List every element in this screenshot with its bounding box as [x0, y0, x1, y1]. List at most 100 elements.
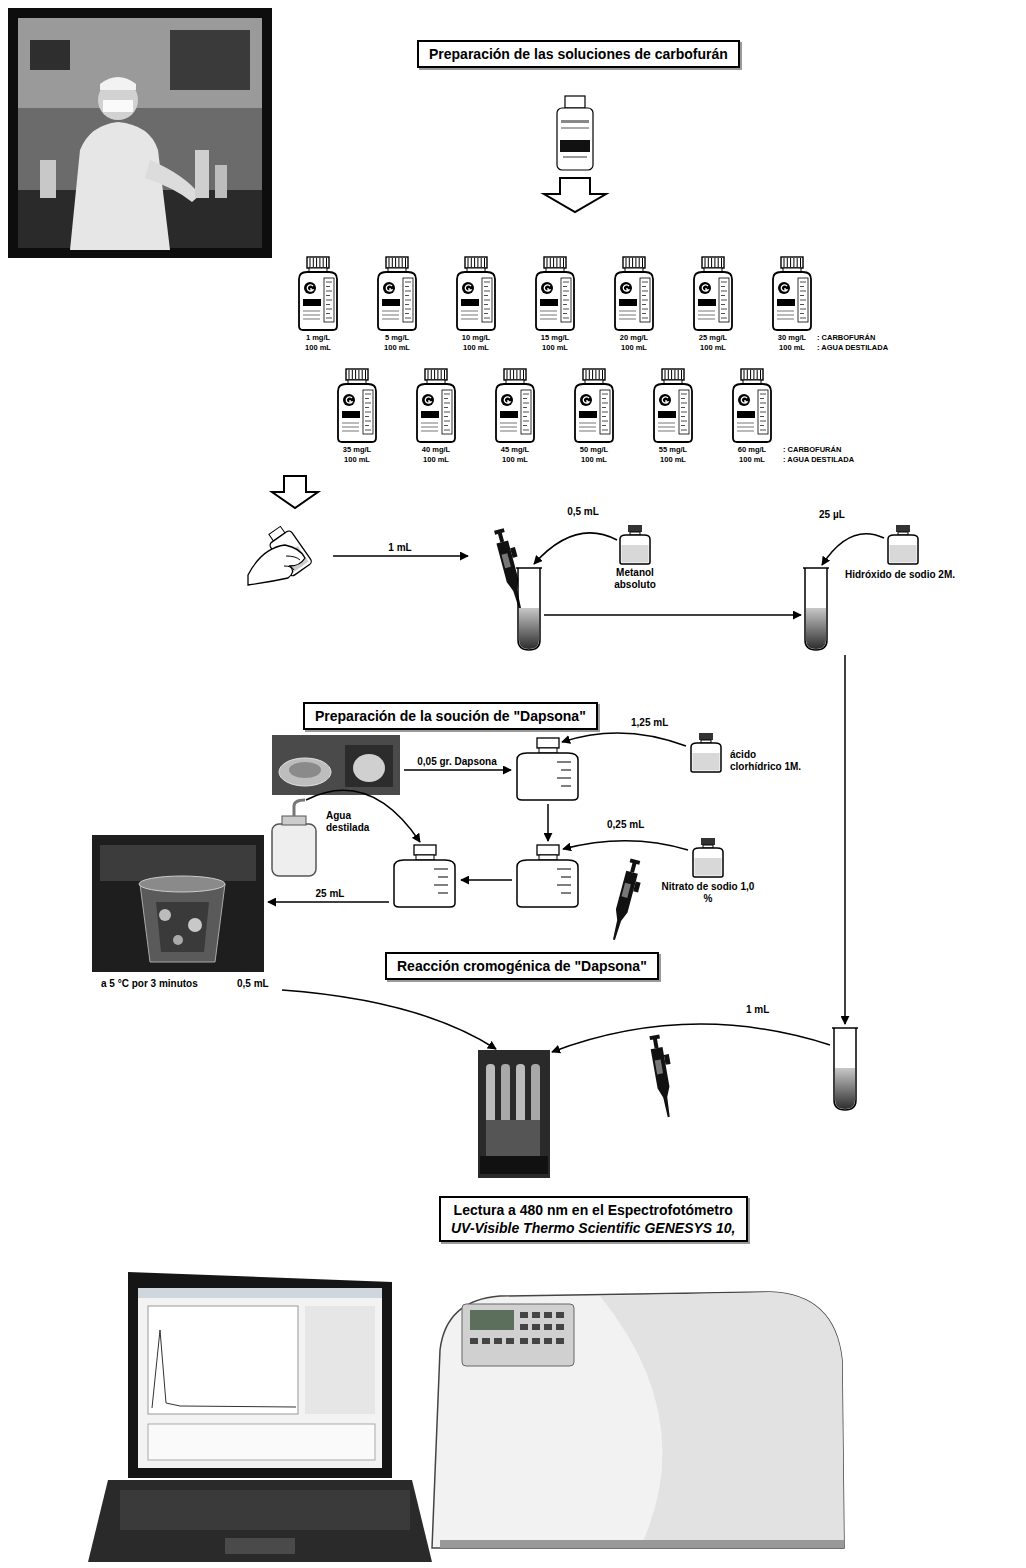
pipette [655, 1060, 663, 1075]
bottle-icon [382, 319, 399, 320]
bottle-icon [679, 390, 689, 434]
test-tube [516, 567, 542, 569]
bottle-icon [304, 282, 316, 294]
bottle-icon [658, 423, 675, 424]
volume-label: 25 µL [818, 508, 846, 521]
bottle-icon [365, 407, 369, 408]
bottle-icon [412, 368, 460, 444]
bottle-icon [299, 272, 337, 330]
sample-bottle: 60 mg/L100 mL [722, 368, 782, 465]
bottle-icon [800, 258, 801, 267]
bottle-icon [523, 370, 524, 379]
bottle-icon [365, 398, 369, 399]
spectrophotometer [520, 1324, 528, 1330]
bottle-icon [342, 423, 359, 424]
flow-arrow [547, 804, 549, 841]
bottle-icon [689, 256, 737, 332]
bottle-icon [523, 421, 529, 422]
bottle-icon [563, 286, 567, 287]
bottle-icon [708, 258, 709, 267]
reagent-bottle-icon [888, 525, 918, 564]
bottle-icon [513, 370, 514, 379]
test-tube [832, 1028, 858, 1110]
bottle-icon [338, 369, 376, 442]
bottle-icon [540, 319, 557, 320]
volumetric-bottle [561, 893, 571, 894]
bottle-icon [721, 286, 725, 287]
spectrophotometer [520, 1338, 528, 1344]
volume-label: 1 mL [387, 541, 412, 554]
lab-photo [100, 77, 136, 90]
bottle-icon [718, 258, 719, 267]
volumetric-bottle [394, 860, 455, 907]
bottle-icon [737, 411, 755, 418]
bottle-icon [365, 421, 371, 422]
bottle-icon [635, 258, 636, 267]
bottle-icon [540, 299, 558, 306]
bottle-icon [600, 390, 610, 434]
hollow-arrow [544, 178, 606, 212]
flow-arrow [461, 879, 512, 881]
volumetric-bottle [434, 869, 448, 870]
reagent-bottle-icon [890, 545, 917, 563]
pipette [651, 1047, 675, 1118]
bottle-icon [421, 427, 438, 428]
volume-label: 100 mL [525, 343, 585, 353]
bottle-icon [579, 423, 596, 424]
bottle-icon [442, 390, 452, 434]
lab-photo [8, 8, 272, 258]
reagent-bottle-icon [695, 858, 722, 876]
reaction-photo [486, 1120, 540, 1156]
bottle-icon [500, 411, 518, 418]
carbofuran-stock-bottle [557, 108, 593, 170]
bottle-icon [750, 370, 751, 379]
bottle-icon [556, 258, 557, 267]
bottle-icon [642, 295, 646, 296]
ice-bath-photo [159, 909, 171, 921]
bottle-icon [579, 427, 596, 428]
bottle-icon [702, 257, 724, 268]
reagent-bottle: ácido clorhídrico 1M. [688, 733, 805, 773]
reagent-label: Agua destilada [326, 810, 386, 834]
bottle-icon [649, 368, 697, 444]
bottle-icon [378, 272, 416, 330]
bottle-icon [422, 394, 434, 406]
bottle-icon [547, 258, 548, 267]
concentration-label: 50 mg/L [564, 445, 624, 455]
bottle-icon [484, 304, 488, 305]
bottle-icon [705, 258, 706, 267]
carbofuran-stock-bottle [563, 156, 587, 158]
bottle-icon [602, 421, 608, 422]
test-tube [805, 568, 827, 650]
bottle-icon [781, 257, 803, 268]
volumetric-bottle [557, 869, 571, 870]
reagent-label: Nitrato de sodio 1,0 % [660, 881, 756, 905]
bottle-icon [365, 394, 371, 395]
concentration-label: 15 mg/L [525, 333, 585, 343]
bottle-icon [642, 258, 643, 267]
bottle-icon [760, 407, 764, 408]
flow-arrow [563, 841, 688, 850]
bottle-icon [800, 282, 806, 283]
flow-arrow [562, 733, 686, 746]
bottle-icon [507, 370, 508, 379]
bottle-icon [626, 258, 627, 267]
bottle-icon [681, 403, 687, 404]
bottle-icon [434, 370, 435, 379]
bottle-icon [642, 304, 646, 305]
bottle-icon [642, 313, 646, 314]
concentration-label: 20 mg/L [604, 333, 664, 343]
lab-photo [18, 18, 262, 108]
bottle-icon [728, 368, 776, 444]
reagent-label-box: ácido clorhídrico 1M. [730, 749, 805, 773]
bottle-icon [681, 421, 687, 422]
bottle-icon [500, 423, 517, 424]
bottle-icon [303, 299, 321, 306]
bottle-icon [741, 397, 747, 403]
volumetric-bottle [414, 845, 436, 855]
bottle-icon [602, 394, 608, 395]
flow-arrow [552, 1024, 830, 1052]
bottle-icon [491, 368, 539, 444]
section-heading: Reacción cromogénica de "Dapsona" [385, 952, 659, 980]
sample-bottle: 50 mg/L100 mL [564, 368, 624, 465]
